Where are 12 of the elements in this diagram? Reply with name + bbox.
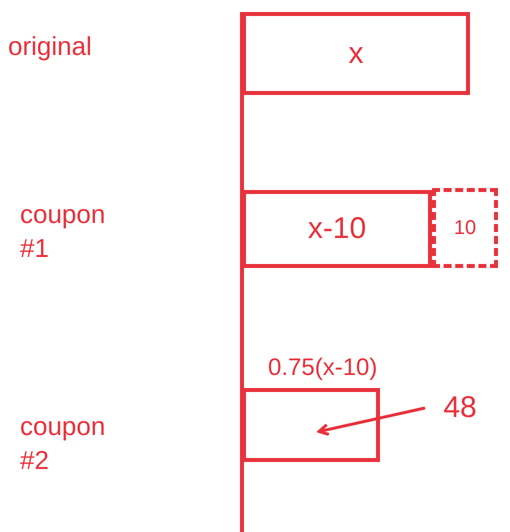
row-label: coupon #1 <box>20 198 106 265</box>
box-heading: 0.75(x-10) <box>268 354 378 382</box>
box-text: x <box>348 36 364 70</box>
dashed-tape-box <box>432 188 498 268</box>
tape-box <box>242 190 432 268</box>
row-label: coupon #2 <box>20 410 106 477</box>
box-text: 48 <box>443 391 477 425</box>
arrow <box>318 406 426 436</box>
box-text: x-10 <box>308 212 366 246</box>
tape-box <box>242 12 470 95</box>
box-text: 10 <box>454 216 476 240</box>
row-label: original <box>8 30 93 63</box>
